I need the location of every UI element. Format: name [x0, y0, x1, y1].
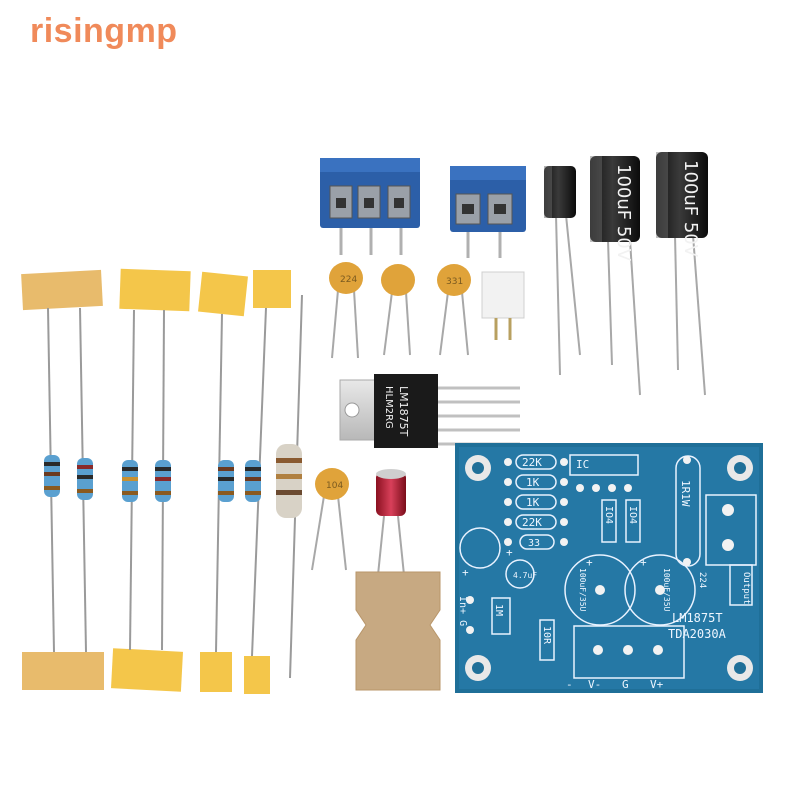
resistor-strip-left	[21, 268, 303, 694]
svg-text:+: +	[462, 566, 469, 579]
electrolytic-capacitors: 100uF 50V 100uF 50V	[544, 152, 708, 396]
screw-terminal-2pin	[450, 166, 526, 258]
svg-text:V-: V-	[588, 678, 601, 691]
svg-text:100uF 50V: 100uF 50V	[680, 160, 701, 258]
svg-text:V+: V+	[650, 678, 664, 691]
tantalum-capacitor	[376, 469, 406, 576]
svg-text:224: 224	[697, 572, 707, 588]
brand-watermark: risingmp	[30, 12, 178, 50]
svg-text:100uF/35U: 100uF/35U	[662, 568, 671, 612]
svg-text:-: -	[566, 678, 573, 691]
svg-text:+: +	[586, 556, 593, 569]
svg-text:33: 33	[528, 538, 540, 549]
svg-text:Output: Output	[741, 572, 751, 605]
svg-text:TDA2030A: TDA2030A	[668, 627, 727, 641]
svg-text:10R: 10R	[541, 626, 552, 645]
svg-text:In+ G: In+ G	[457, 596, 468, 626]
svg-text:104: 104	[326, 481, 343, 491]
svg-text:+: +	[506, 546, 513, 559]
svg-text:1K: 1K	[526, 476, 540, 489]
svg-text:1K: 1K	[526, 496, 540, 509]
svg-text:22K: 22K	[522, 456, 542, 469]
svg-text:1M: 1M	[493, 604, 504, 616]
screw-terminal-3pin	[320, 158, 420, 255]
insulating-pad	[355, 571, 441, 691]
svg-text:LM1875T: LM1875T	[672, 611, 723, 625]
svg-text:HLM2RG: HLM2RG	[383, 386, 394, 429]
svg-text:IO4: IO4	[603, 506, 614, 524]
svg-text:1R1W: 1R1W	[679, 480, 692, 507]
svg-text:100uF/35U: 100uF/35U	[578, 568, 587, 612]
svg-text:4.7uF: 4.7uF	[513, 571, 537, 580]
ceramic-capacitors: 224 331 104	[311, 262, 471, 571]
amplifier-chip: LM1875T HLM2RG	[339, 374, 520, 448]
pin-header	[481, 271, 525, 340]
pcb-board: 22K 1K 1K 22K 33 IC IO4 IO4 1R1W 100uF/3…	[455, 443, 763, 693]
cap-value-label: 100uF 50V	[613, 164, 634, 262]
svg-text:22K: 22K	[522, 516, 542, 529]
svg-text:IO4: IO4	[627, 506, 638, 524]
svg-text:G: G	[622, 678, 629, 691]
svg-text:LM1875T: LM1875T	[397, 386, 410, 437]
svg-text:IC: IC	[576, 458, 589, 471]
svg-text:+: +	[640, 556, 647, 569]
svg-text:331: 331	[446, 277, 463, 287]
svg-text:224: 224	[340, 275, 357, 285]
